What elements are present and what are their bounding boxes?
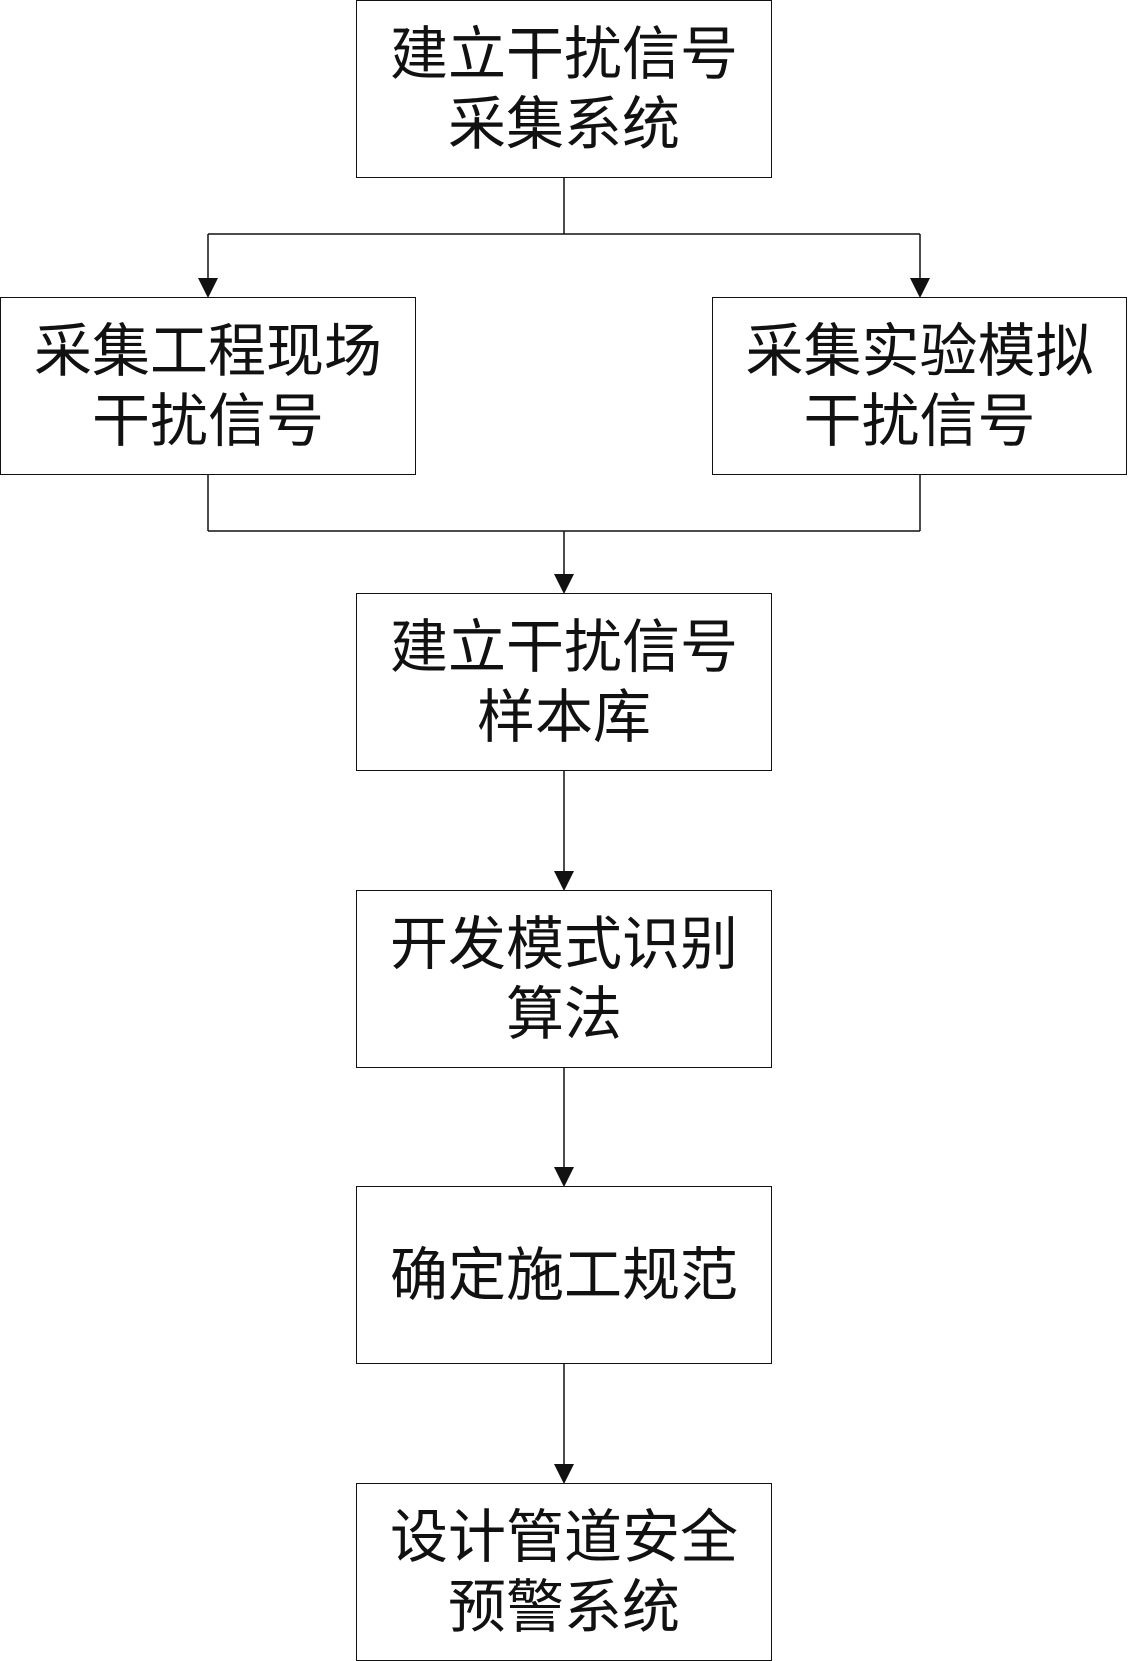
node-design-warning-system: 设计管道安全 预警系统 <box>356 1483 772 1661</box>
node-label: 采集实验模拟 干扰信号 <box>745 317 1094 455</box>
node-build-sample-library: 建立干扰信号 样本库 <box>356 593 772 771</box>
node-label: 开发模式识别 算法 <box>389 910 738 1048</box>
node-label: 确定施工规范 <box>389 1241 738 1309</box>
node-define-construction-spec: 确定施工规范 <box>356 1186 772 1364</box>
node-build-collection-system: 建立干扰信号 采集系统 <box>356 0 772 178</box>
node-collect-experimental-interference: 采集实验模拟 干扰信号 <box>712 297 1127 475</box>
node-collect-field-interference: 采集工程现场 干扰信号 <box>0 297 416 475</box>
node-develop-pattern-recognition: 开发模式识别 算法 <box>356 890 772 1068</box>
node-label: 建立干扰信号 样本库 <box>389 613 738 751</box>
node-label: 采集工程现场 干扰信号 <box>33 317 382 455</box>
node-label: 建立干扰信号 采集系统 <box>389 20 738 158</box>
node-label: 设计管道安全 预警系统 <box>389 1503 738 1641</box>
